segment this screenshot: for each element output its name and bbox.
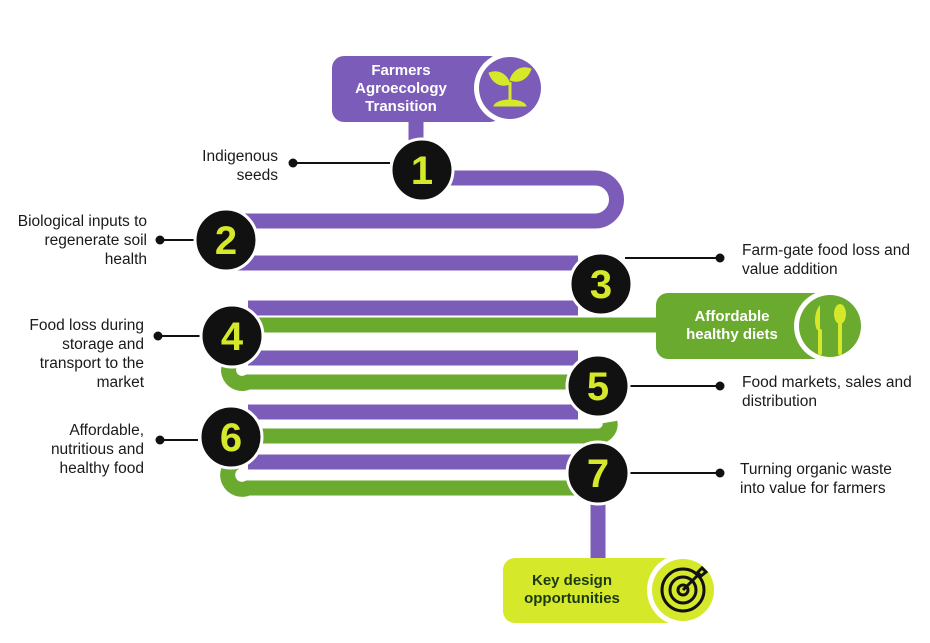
top-box [332, 52, 546, 124]
step-1-number: 1 [411, 149, 433, 193]
connector-dot-6 [155, 435, 165, 445]
middle-box [656, 290, 866, 362]
step-1-circle [389, 137, 455, 203]
step-6-number: 6 [220, 416, 242, 460]
step-5-number: 5 [587, 365, 609, 409]
connector-dot-4 [153, 331, 163, 341]
step-4-label: Food loss during storage and transport t… [29, 317, 144, 391]
bottom-box [503, 554, 719, 626]
step-7-number: 7 [587, 452, 609, 496]
step-1-label: Indigenous seeds [202, 148, 278, 184]
step-3-node: 3 [568, 251, 634, 317]
connector-lines [158, 162, 720, 474]
step-4-number: 4 [221, 315, 244, 359]
connector-dot-5 [715, 381, 725, 391]
green-path [220, 317, 700, 497]
knife-spoon-glyph [815, 304, 846, 355]
step-4-circle [199, 303, 265, 369]
step-3-number: 3 [590, 263, 612, 307]
step-4-node: 4 [199, 303, 265, 369]
connector-dot-7 [715, 468, 725, 478]
step-6-circle [198, 404, 264, 470]
step-5-circle [565, 353, 631, 419]
bottom-box-background [503, 558, 683, 623]
middle-box-title: Affordable healthy diets [686, 308, 778, 343]
step-2-circle [193, 207, 259, 273]
middle-box-background [656, 293, 842, 359]
target-glyph [660, 565, 709, 613]
bottom-box-title: Key design opportunities [524, 572, 620, 607]
connector-dots [153, 158, 725, 478]
step-6-label: Affordable, nutritious and healthy food [50, 422, 144, 477]
step-2-number: 2 [215, 219, 237, 263]
step-3-circle [568, 251, 634, 317]
step-7-circle [565, 440, 631, 506]
top-box-background [332, 56, 502, 122]
seedling-glyph [488, 67, 532, 107]
step-1-node: 1 [389, 137, 455, 203]
top-box-title: Farmers Agroecology Transition [355, 62, 447, 115]
purple-path [236, 120, 624, 560]
step-6-node: 6 [198, 404, 264, 470]
step-5-node: 5 [565, 353, 631, 419]
step-2-node: 2 [193, 207, 259, 273]
connector-dot-3 [715, 253, 725, 263]
step-7-label: Turning organic waste into value for far… [740, 461, 892, 497]
step-5-label: Food markets, sales and distribution [742, 374, 912, 410]
step-2-label: Biological inputs to regenerate soil hea… [17, 213, 147, 268]
step-7-node: 7 [565, 440, 631, 506]
connector-dot-1 [288, 158, 298, 168]
connector-dot-2 [155, 235, 165, 245]
knife-spoon-icon [799, 295, 861, 357]
step-3-label: Farm-gate food loss and value addition [742, 242, 911, 278]
step-nodes: 1 2 3 4 5 6 7 [193, 137, 634, 506]
